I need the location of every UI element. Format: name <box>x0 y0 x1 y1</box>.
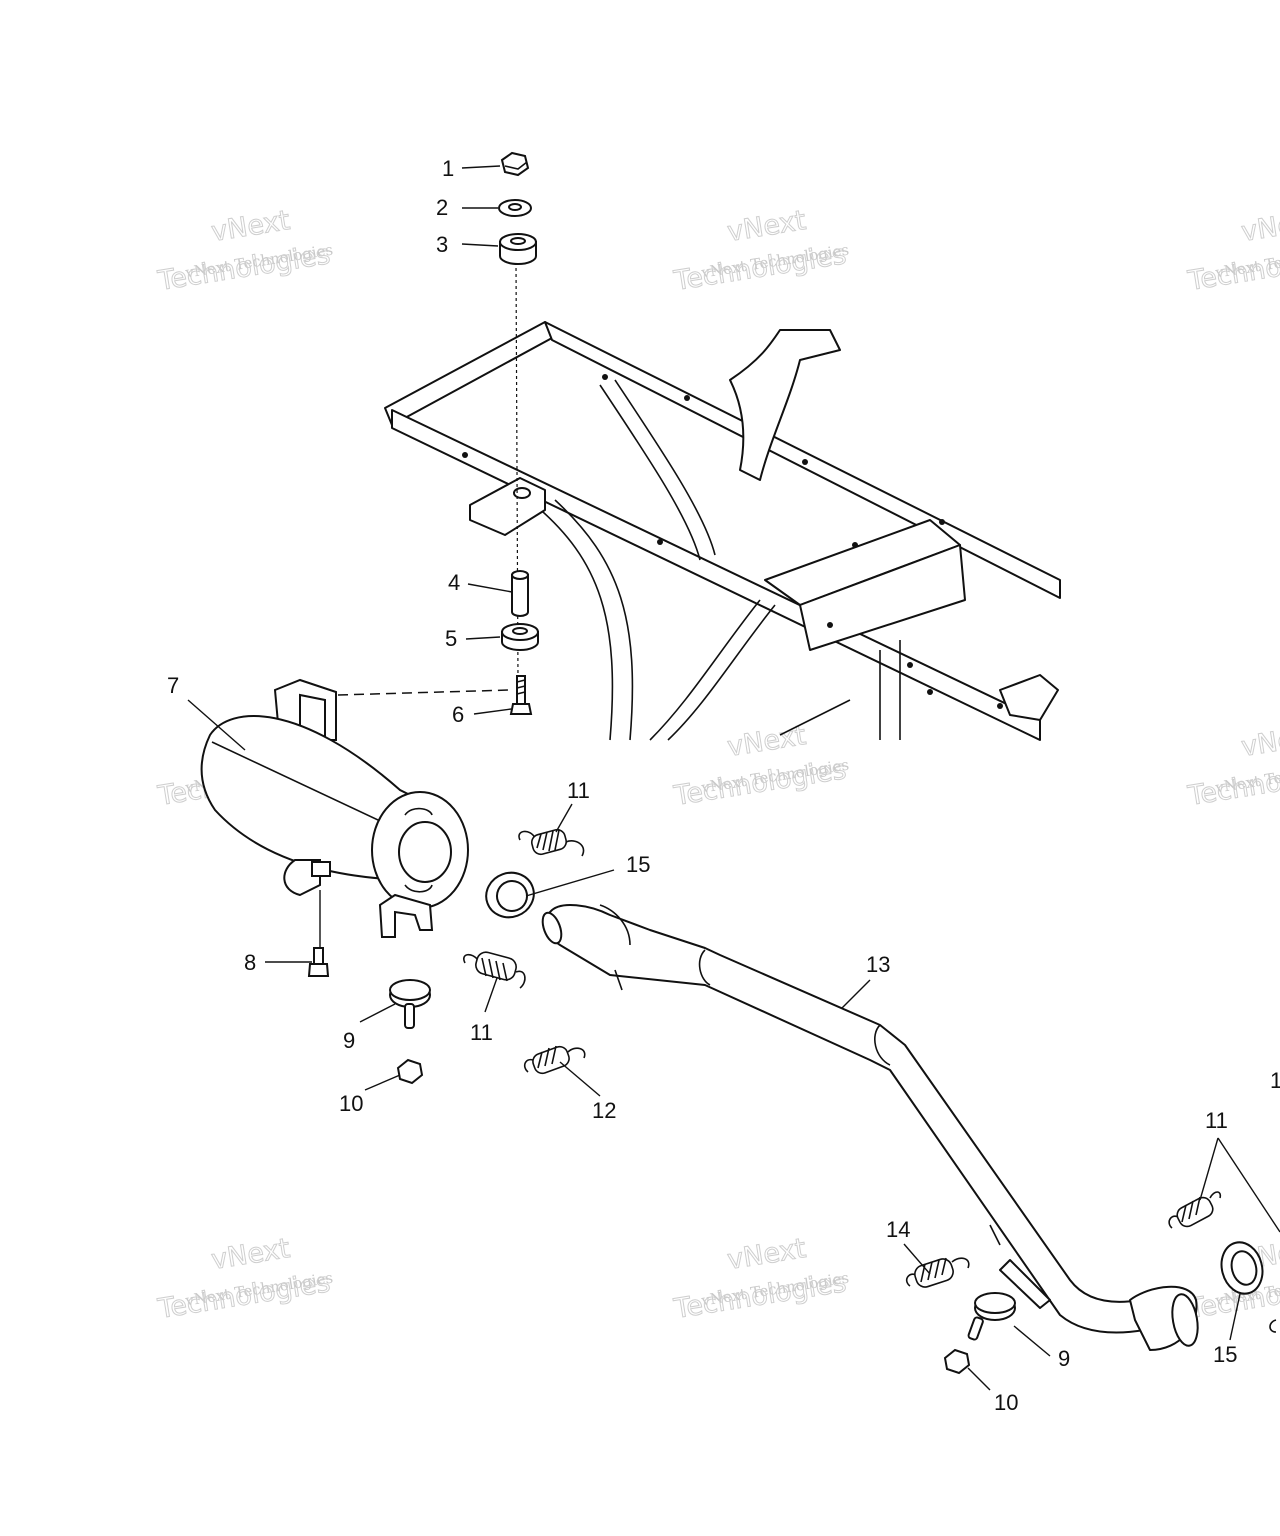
watermark-8: vNext vNext Technologies Technologies <box>671 1233 850 1326</box>
watermark-2: vNext vNext Technologies Technologies <box>671 205 850 298</box>
part-bolt <box>509 675 533 715</box>
part-gasket-2 <box>1220 1241 1264 1295</box>
part-spring-2 <box>463 951 526 989</box>
assembly-line-horizontal <box>337 689 511 696</box>
watermark-big-top: vNext <box>1239 205 1280 248</box>
chassis-frame <box>384 321 1061 741</box>
callout-15: 15 <box>1213 1342 1237 1367</box>
part-muffler <box>200 678 469 938</box>
callout-4: 4 <box>448 570 460 595</box>
part-spacer <box>511 570 529 617</box>
watermark-big-top: vNext <box>725 1233 808 1276</box>
part-grommet-bottom <box>501 623 539 651</box>
watermark-big-bottom: Technologies <box>671 1267 848 1325</box>
callout-labels: 1 2 3 4 5 6 7 8 9 10 11 11 12 13 14 15 9… <box>167 156 1280 1415</box>
watermark-5: vNext vNext Technologies Technologies <box>671 720 850 813</box>
callout-6: 6 <box>452 702 464 727</box>
callout-10: 10 <box>994 1390 1018 1415</box>
callout-11: 11 <box>1205 1108 1228 1133</box>
watermark-big-bottom: Technologies <box>155 1267 332 1325</box>
callout-14: 14 <box>886 1217 910 1242</box>
callout-8: 8 <box>244 950 256 975</box>
callout-3: 3 <box>436 232 448 257</box>
watermark-big-top: vNext <box>209 205 292 248</box>
callout-2: 2 <box>436 195 448 220</box>
watermark-big-top: vNext <box>1239 720 1280 763</box>
watermark-big-bottom: Technologies <box>155 239 332 297</box>
part-nut-top <box>500 151 530 177</box>
callout-15: 15 <box>626 852 650 877</box>
watermark-big-bottom: Technologies <box>1185 239 1280 297</box>
callout-1: 1 <box>442 156 454 181</box>
part-nut-1 <box>396 1058 424 1085</box>
watermark-big-bottom: Technologies <box>1185 754 1280 812</box>
part-spring-5 <box>1168 1191 1222 1229</box>
hook-fragment <box>1269 1319 1277 1333</box>
part-head-pipe <box>541 904 1199 1351</box>
callout-11: 11 <box>567 778 590 803</box>
callout-9: 9 <box>1058 1346 1070 1371</box>
watermark-7: vNext vNext Technologies Technologies <box>155 1233 334 1326</box>
callout-12: 12 <box>592 1098 616 1123</box>
part-grommet-top <box>499 233 537 265</box>
part-spring-1 <box>518 828 585 857</box>
part-spring-3 <box>523 1045 586 1075</box>
callout-7: 7 <box>167 673 179 698</box>
watermark-6: vNext vNext Technologies Technologies <box>1185 720 1280 813</box>
callout-5: 5 <box>445 626 457 651</box>
callout-13: 13 <box>866 952 890 977</box>
watermark-1: vNext vNext Technologies Technologies <box>155 205 334 298</box>
part-nut-2 <box>943 1348 971 1375</box>
part-spring-4 <box>905 1257 970 1288</box>
watermark-big-bottom: Technologies <box>671 754 848 812</box>
part-washer <box>498 199 532 217</box>
part-rubber-mount-1 <box>389 979 431 1029</box>
callout-9: 9 <box>343 1028 355 1053</box>
callout-10: 10 <box>339 1091 363 1116</box>
part-gasket-1 <box>485 871 535 919</box>
part-small-bolt <box>307 947 330 977</box>
watermark-big-top: vNext <box>209 1233 292 1276</box>
part-rubber-mount-2 <box>967 1292 1016 1341</box>
callout-11: 11 <box>470 1020 493 1045</box>
watermark-3: vNext vNext Technologies Technologies <box>1185 205 1280 298</box>
watermark-big-bottom: Technologies <box>671 239 848 297</box>
watermark-big-top: vNext <box>725 205 808 248</box>
callout-1-cropped: 1 <box>1270 1068 1280 1093</box>
callout-leaders <box>187 165 1280 1391</box>
